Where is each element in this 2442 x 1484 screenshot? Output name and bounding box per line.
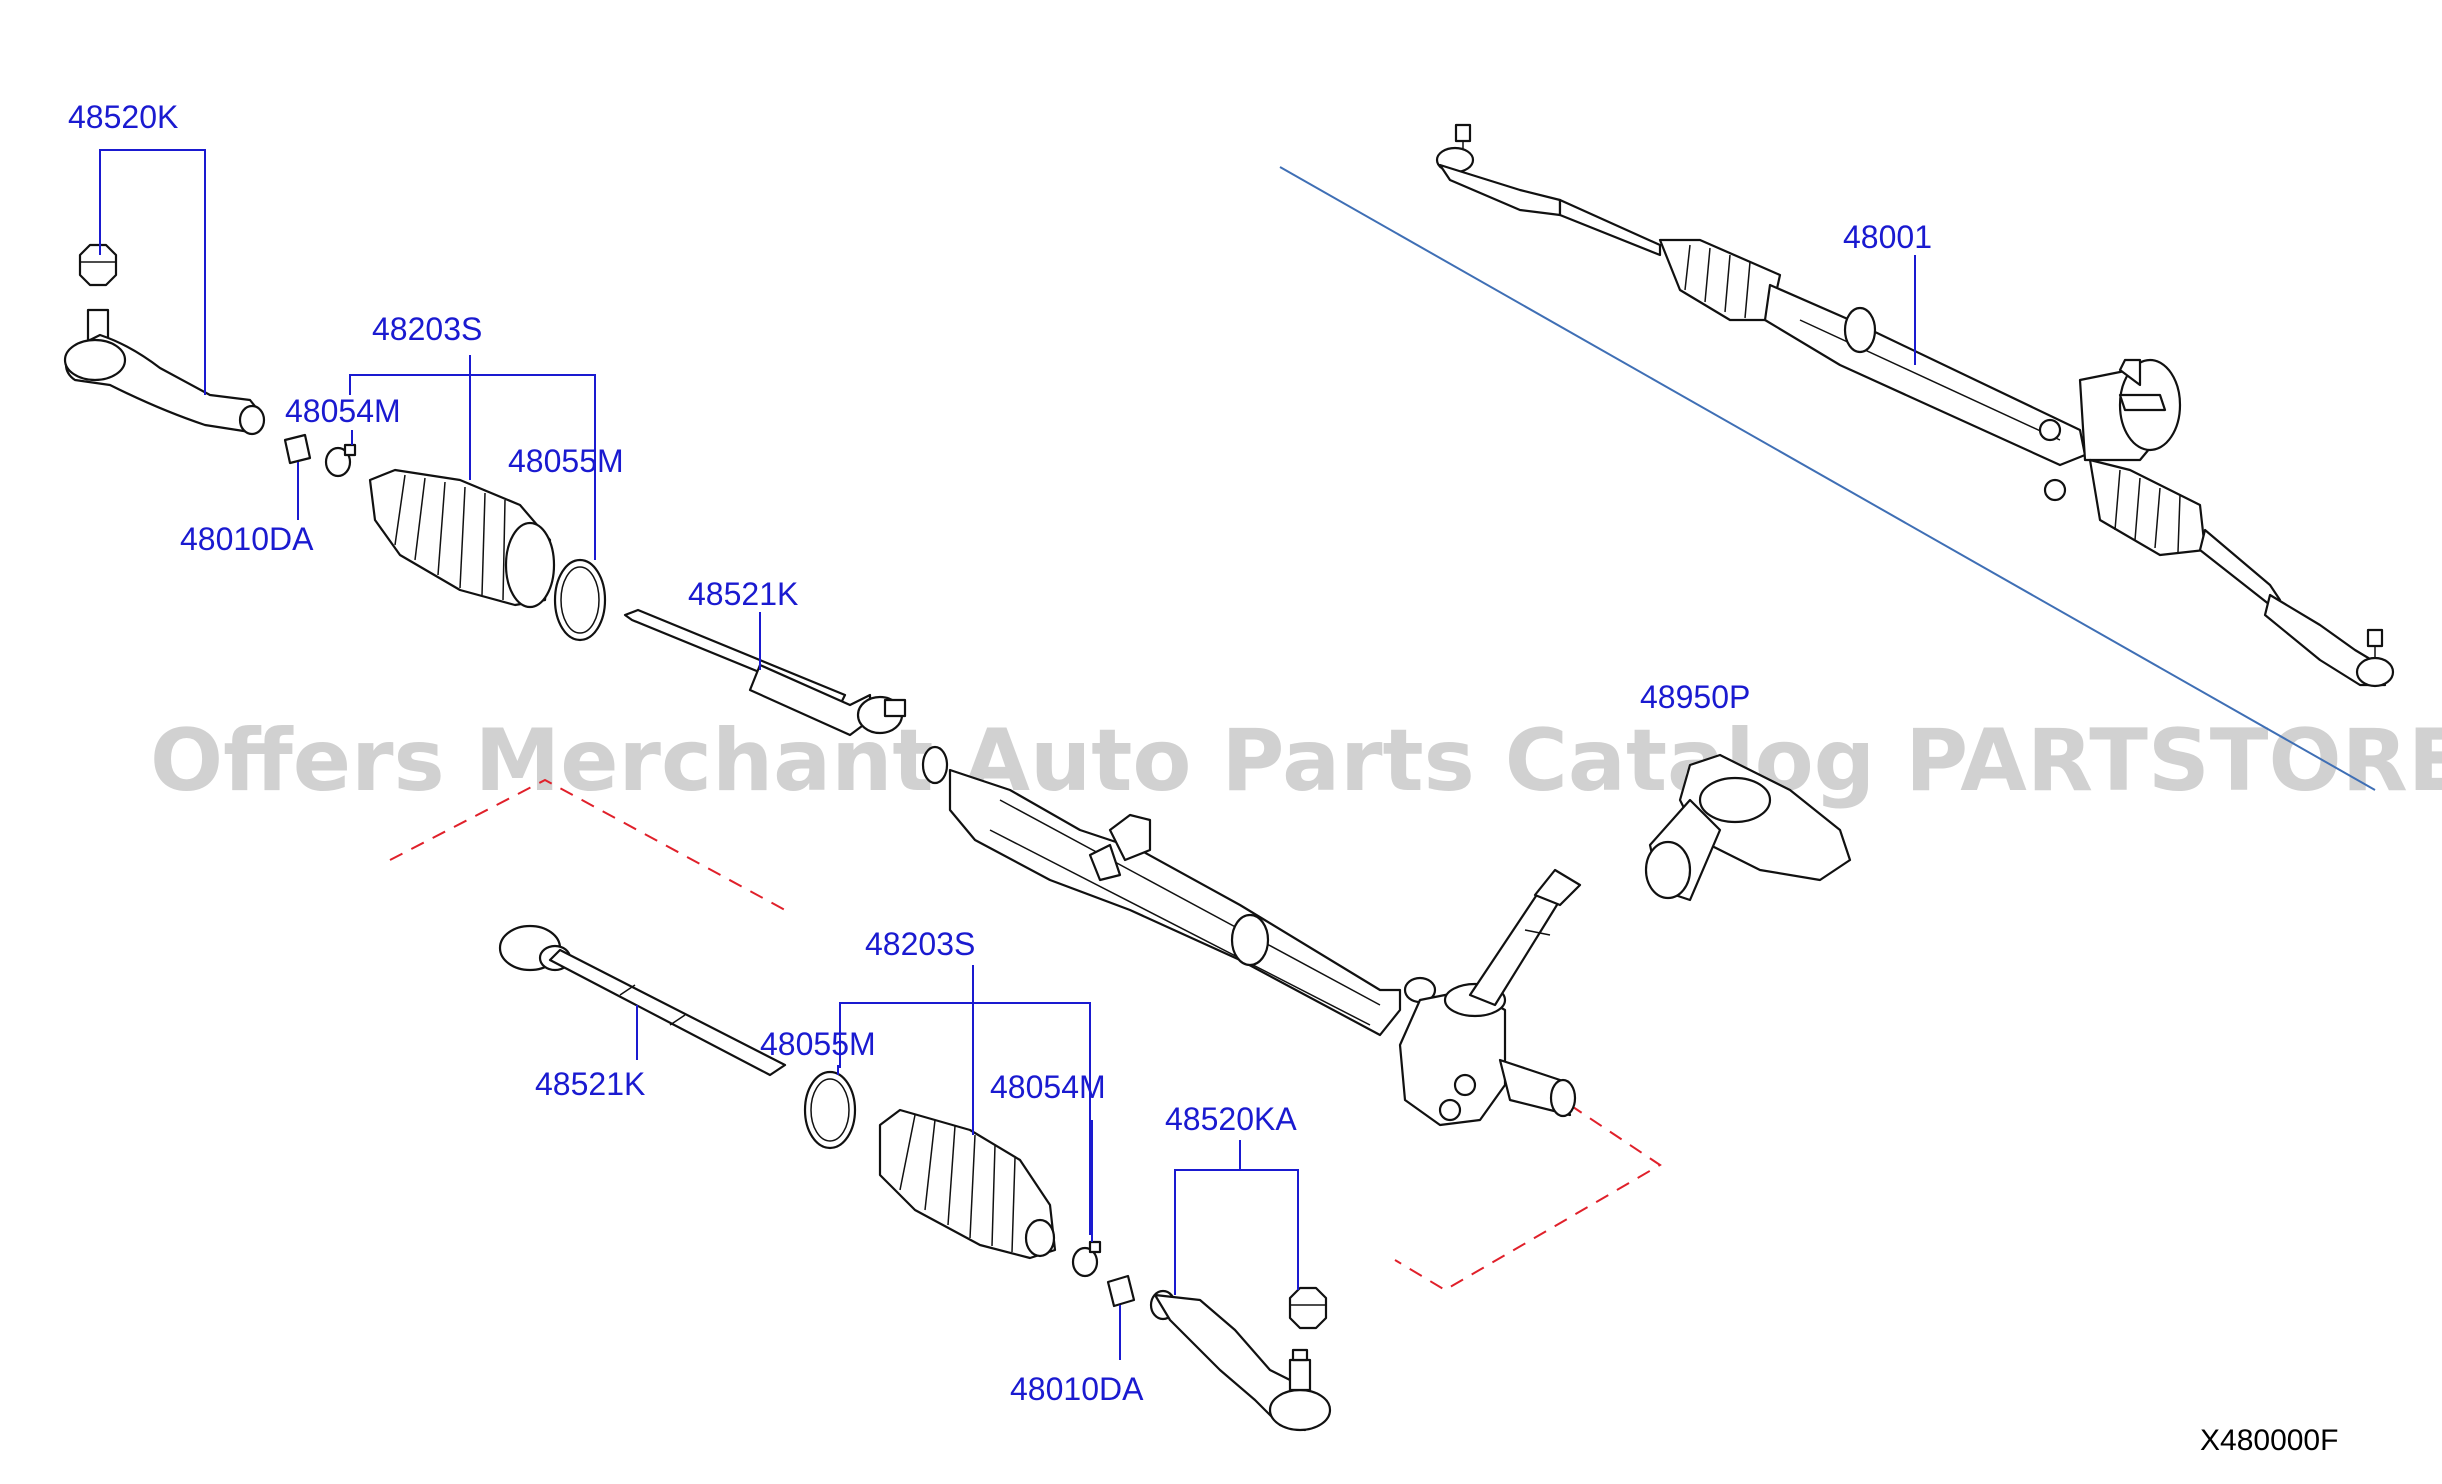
dashed-reference-upper (389, 778, 786, 911)
label-48520KA: 48520KA (1165, 1101, 1297, 1137)
clamp-upper-part (553, 558, 607, 642)
label-48520K: 48520K (68, 99, 178, 135)
label-48521K-lower: 48521K (535, 1066, 645, 1102)
inner-socket-upper-part (623, 608, 907, 737)
label-48010DA-upper: 48010DA (180, 521, 314, 557)
label-48010DA-lower: 48010DA (1010, 1371, 1144, 1407)
ring-lower-part (1106, 1274, 1136, 1308)
leader-48203S-upper (349, 374, 596, 550)
gear-assembly-part (1435, 123, 2395, 688)
watermark-text: Offers Merchant Auto Parts Catalog PARTS… (150, 711, 2442, 811)
leader-48203S-lower (839, 1002, 1091, 1235)
label-48521K-upper: 48521K (688, 576, 798, 612)
clip-lower-part (1071, 1240, 1102, 1278)
clip-upper-part (324, 443, 357, 478)
label-48054M-upper: 48054M (285, 393, 401, 429)
clamp-lower-inner (810, 1078, 850, 1142)
clamp-upper-inner (560, 566, 600, 634)
tie-rod-end-left-part (63, 243, 266, 436)
label-48054M-lower: 48054M (990, 1069, 1106, 1105)
label-48203S-lower: 48203S (865, 926, 975, 962)
label-48950P: 48950P (1640, 679, 1750, 715)
hole-cover-part (1644, 753, 1852, 902)
dashed-reference-lower (1394, 1104, 1662, 1292)
inner-socket-lower-part (498, 924, 787, 1077)
label-48203S-upper: 48203S (372, 311, 482, 347)
diagram-id: X480000F (2200, 1424, 2338, 1457)
steering-rack-main-part (921, 745, 1582, 1127)
label-48055M-lower: 48055M (760, 1026, 876, 1062)
ring-upper-part (283, 433, 312, 465)
divider-line (1279, 166, 2376, 791)
boot-lower-part (878, 1108, 1057, 1260)
leader-48520K (99, 149, 206, 395)
tie-rod-end-right-part (1149, 1286, 1332, 1432)
leader-48520KA (1174, 1169, 1299, 1295)
label-48055M-upper: 48055M (508, 443, 624, 479)
label-48001: 48001 (1843, 219, 1932, 255)
boot-upper-part (368, 468, 556, 609)
clamp-lower-part (803, 1070, 857, 1150)
